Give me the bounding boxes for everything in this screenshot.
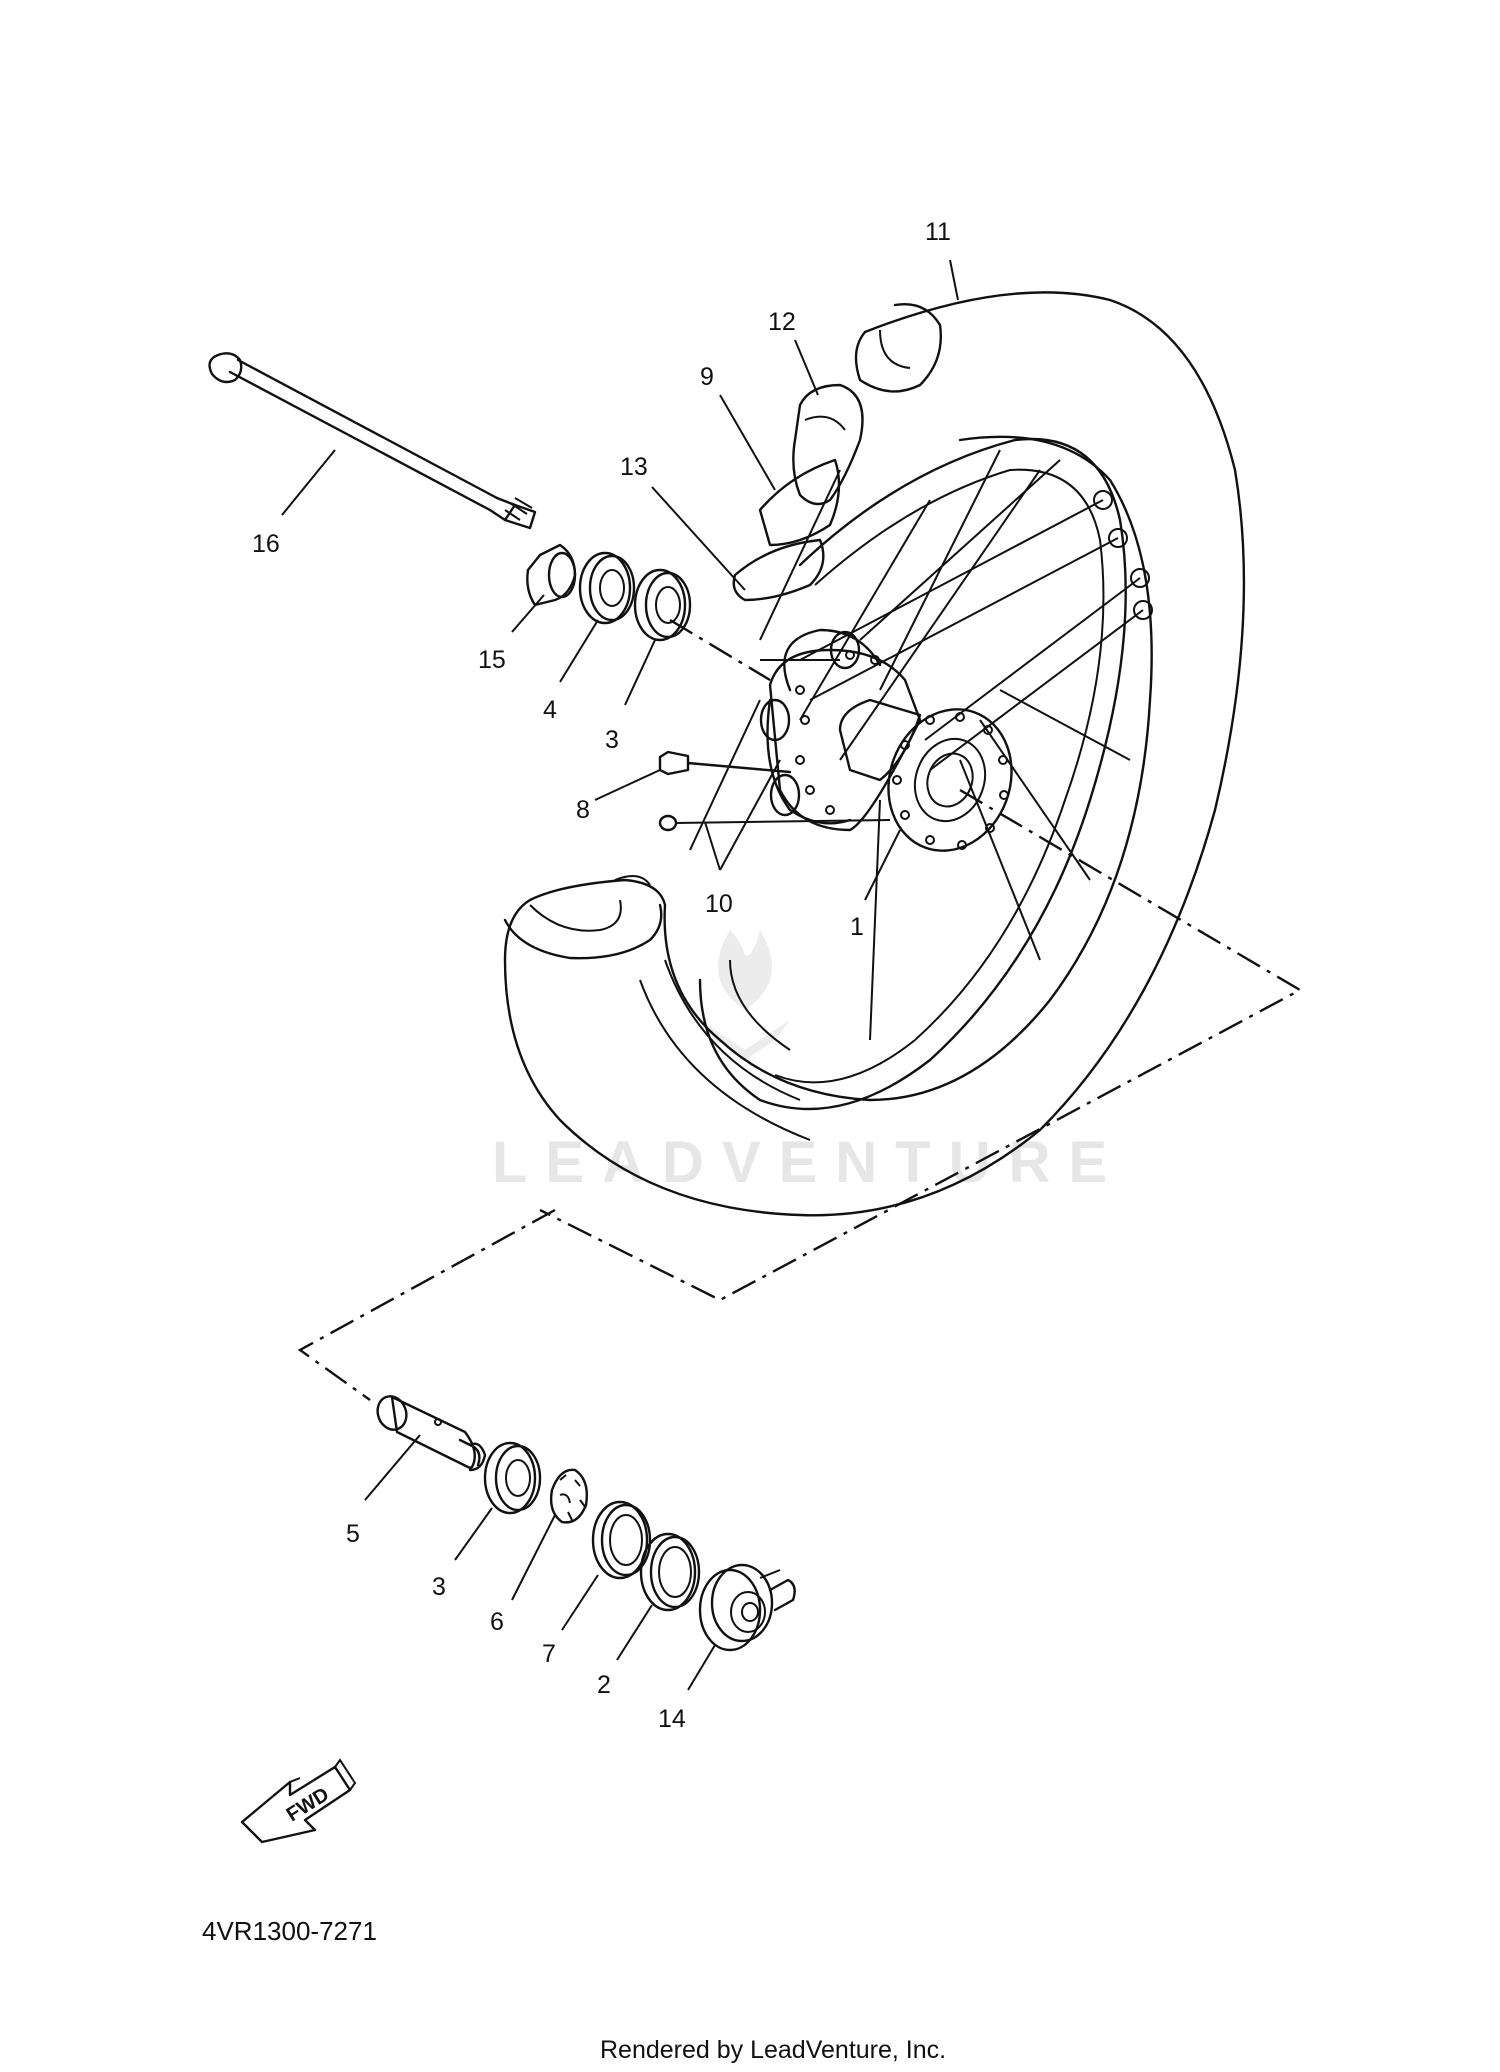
watermark-text: LEADVENTURE — [492, 1130, 1125, 1195]
callout-14: 14 — [658, 1705, 686, 1733]
callout-4: 4 — [543, 696, 557, 724]
axle — [208, 352, 537, 530]
nipple — [658, 814, 891, 832]
callout-6: 6 — [490, 1608, 504, 1636]
leader-lines — [281, 259, 959, 1691]
callout-9: 9 — [700, 363, 714, 391]
axis-line-box — [297, 1208, 556, 1401]
callout-7: 7 — [542, 1640, 556, 1668]
meter-clutch — [549, 1468, 589, 1524]
part-code: 4VR1300-7271 — [202, 1916, 377, 1946]
watermark-logo — [700, 930, 790, 1060]
callout-3-lower: 3 — [432, 1573, 446, 1601]
callout-1: 1 — [850, 913, 864, 941]
callout-11: 11 — [925, 218, 951, 246]
bearing-upper-4 — [578, 551, 636, 625]
callout-8: 8 — [576, 796, 590, 824]
collar-upper — [526, 543, 577, 607]
rim — [698, 437, 1153, 1111]
meter-gear-unit — [698, 1563, 796, 1652]
spacer — [376, 1395, 487, 1472]
axis-line-upper — [669, 618, 771, 682]
oil-seal-7 — [591, 1500, 652, 1580]
wheel-hub — [759, 628, 1013, 852]
bearing-lower-3 — [483, 1441, 542, 1515]
oil-seal-2 — [639, 1532, 701, 1612]
tire — [503, 291, 1246, 1217]
footer-credit: Rendered by LeadVenture, Inc. — [600, 2036, 946, 2064]
bearing-upper-3 — [633, 568, 692, 642]
callout-15: 15 — [478, 646, 506, 674]
rim-band — [758, 458, 841, 547]
axis-line-lower — [539, 788, 1303, 1302]
callout-16: 16 — [252, 530, 280, 558]
callout-10: 10 — [705, 890, 733, 918]
callout-3-upper: 3 — [605, 726, 619, 754]
callout-2: 2 — [597, 1671, 611, 1699]
callout-13: 13 — [620, 453, 648, 481]
inner-tube — [792, 383, 864, 506]
callout-12: 12 — [768, 308, 796, 336]
fwd-arrow-icon: FWD — [240, 1758, 357, 1844]
callout-5: 5 — [346, 1520, 360, 1548]
valve-strap — [732, 538, 825, 602]
